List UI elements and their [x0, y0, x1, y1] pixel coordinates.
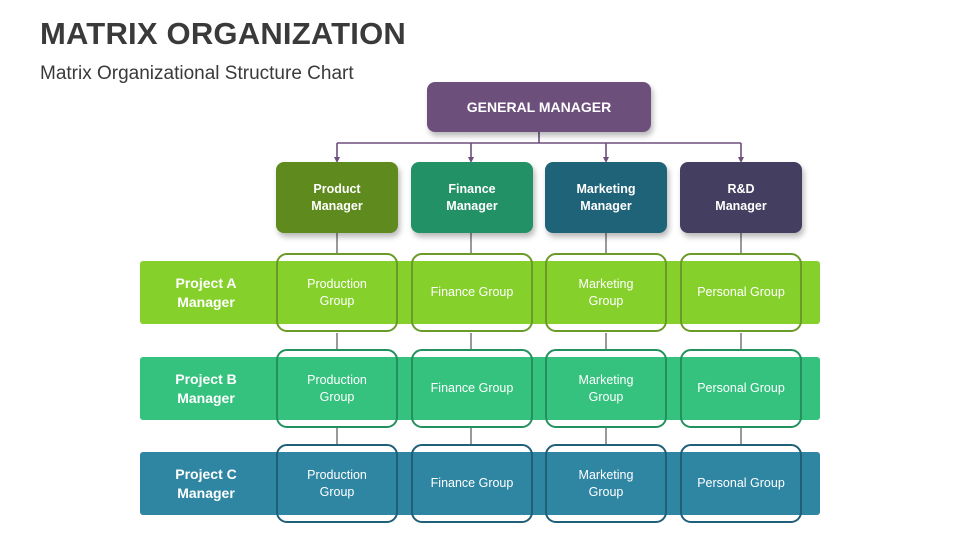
group-frame: [276, 253, 398, 332]
group-cell: Production Group: [307, 372, 367, 404]
manager-box-2: Marketing Manager: [545, 162, 667, 233]
group-cell: Personal Group: [697, 285, 785, 299]
gm-connectors: [334, 132, 744, 163]
group-frame: [411, 444, 533, 523]
project-manager-label-0: Project A Manager: [175, 274, 237, 310]
group-frame: [411, 349, 533, 428]
page-subtitle: Matrix Organizational Structure Chart: [40, 63, 354, 84]
group-cell: Finance Group: [430, 381, 514, 395]
manager-box-1: Finance Manager: [411, 162, 533, 233]
group-frame: [680, 444, 802, 523]
group-frame: [276, 349, 398, 428]
group-cell: Production Group: [307, 467, 367, 499]
group-cell: Finance Group: [430, 285, 514, 299]
general-manager-box: GENERAL MANAGER: [427, 82, 651, 132]
group-frame: [276, 444, 398, 523]
group-cell: Marketing Group: [578, 467, 634, 499]
project-band-0: [140, 261, 820, 324]
group-frame: [680, 349, 802, 428]
manager-box-0: Product Manager: [276, 162, 398, 233]
project-manager-label-1: Project B Manager: [175, 370, 237, 406]
page-title: MATRIX ORGANIZATION: [40, 16, 407, 51]
project-band-2: [140, 452, 820, 515]
group-cell: Personal Group: [697, 476, 785, 490]
group-cell: Marketing Group: [578, 276, 634, 308]
group-cell: Production Group: [307, 276, 367, 308]
group-cell: Marketing Group: [578, 372, 634, 404]
manager-box-3: R&D Manager: [680, 162, 802, 233]
group-frame: [680, 253, 802, 332]
group-frame: [411, 253, 533, 332]
group-cell: Personal Group: [697, 381, 785, 395]
group-frame: [545, 444, 667, 523]
project-band-1: [140, 357, 820, 420]
project-manager-label-2: Project C Manager: [175, 465, 237, 501]
column-connectors: [336, 233, 742, 444]
group-frame: [545, 253, 667, 332]
group-frame: [545, 349, 667, 428]
group-cell: Finance Group: [430, 476, 514, 490]
